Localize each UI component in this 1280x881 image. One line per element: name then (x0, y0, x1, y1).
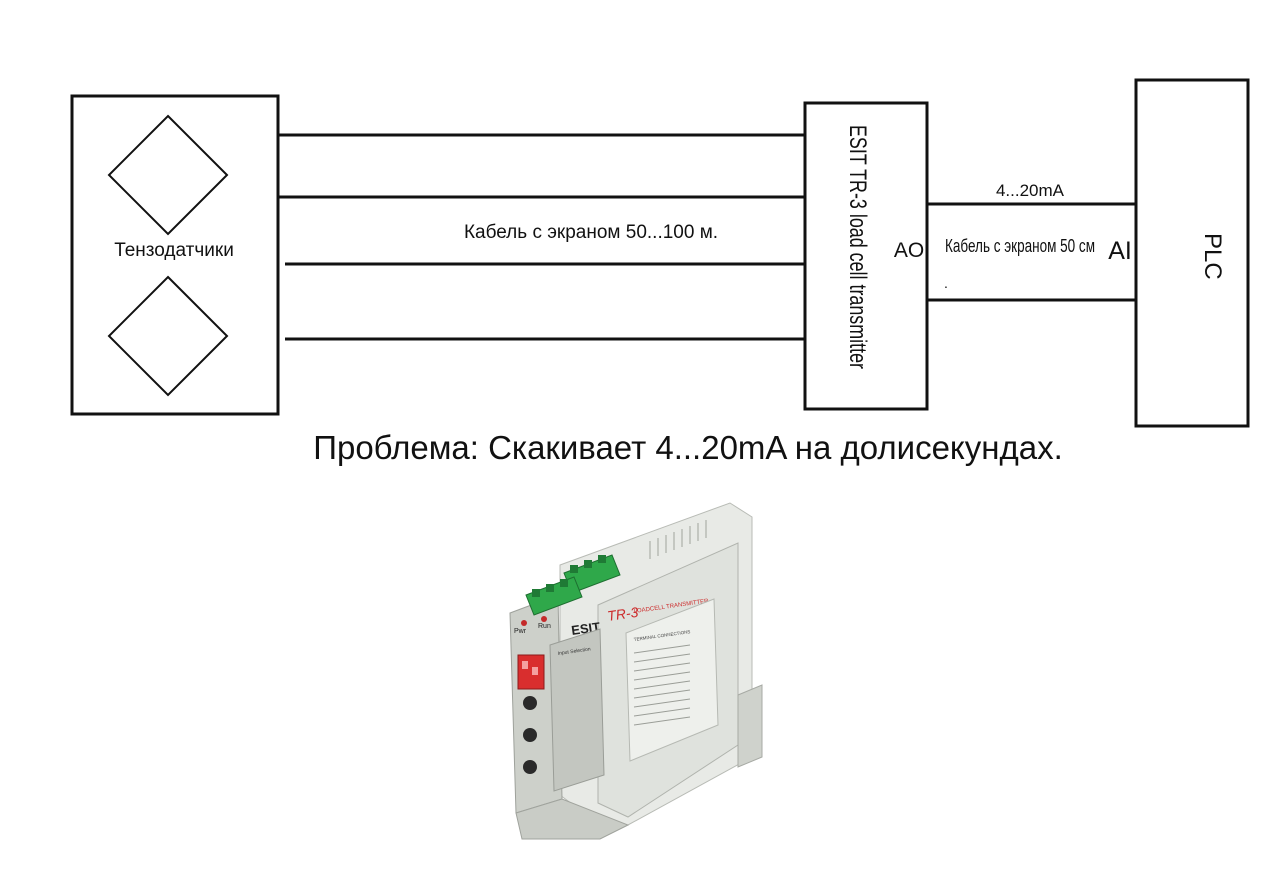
terminal-blocks (525, 554, 621, 616)
din-rail-foot (737, 684, 763, 768)
plc-ai-port: AI (1108, 237, 1132, 265)
load-cells-block: Тензодатчики (70, 94, 280, 416)
transmitter-label: ESIT TR-3 load cell transmitter (844, 125, 871, 369)
trim-button-3 (523, 760, 537, 774)
input-selection-title: Input Selection (557, 646, 591, 657)
load-cells-label: Тензодатчики (114, 240, 234, 261)
load-cell-symbol-2 (107, 275, 229, 397)
short-cable-wires: 4...20mA Кабель с экраном 50 см . (927, 181, 1136, 302)
signal-label: 4...20mA (996, 181, 1065, 200)
load-cell-symbol-1 (107, 114, 229, 236)
short-cable-dot: . (944, 275, 948, 291)
housing-bottom (515, 798, 630, 840)
transmitter-box (803, 101, 929, 411)
transmitter-block: ESIT TR-3 load cell transmitter AO (803, 101, 929, 411)
led-pwr (521, 620, 527, 626)
trim-button-2 (523, 728, 537, 742)
led-run (541, 616, 547, 622)
long-cable-wires: Кабель с экраном 50...100 м. (278, 133, 805, 341)
plc-box (1134, 78, 1250, 428)
device-model: TR-3 (606, 604, 639, 624)
terminal-label-lines (633, 644, 691, 726)
plc-label: PLC (1199, 233, 1226, 280)
plc-block: AI PLC (1108, 78, 1250, 428)
dip-switch (517, 654, 545, 690)
trim-button-1 (523, 696, 537, 710)
terminal-label-panel (625, 598, 719, 762)
transmitter-device-photo: ESIT TR-3 LOADCELL TRANSMITTER TERMINAL … (500, 495, 770, 845)
short-cable-label: Кабель с экраном 50 см (945, 236, 1095, 256)
led-run-label: Run (538, 623, 551, 630)
led-pwr-label: Pwr (514, 628, 527, 635)
problem-statement: Проблема: Скакивает 4...20mA на долисеку… (313, 429, 1063, 466)
vent-slots (649, 520, 707, 559)
input-selection-panel (549, 628, 605, 792)
long-cable-label: Кабель с экраном 50...100 м. (464, 222, 718, 243)
transmitter-ao-port: AO (894, 239, 924, 262)
